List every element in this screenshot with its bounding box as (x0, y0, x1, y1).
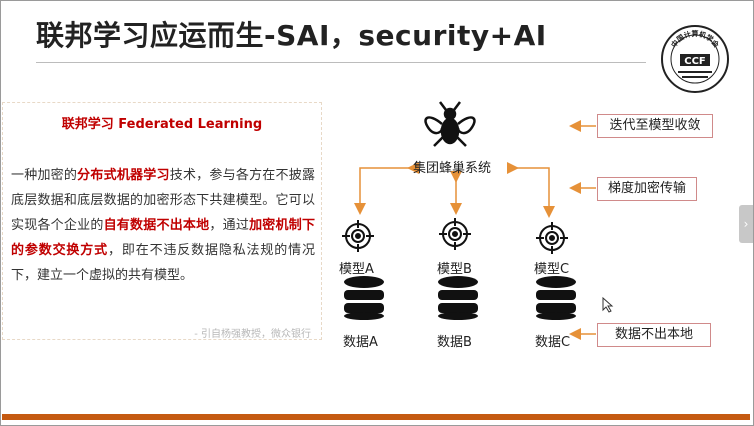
body-seg: 一种加密的 (11, 168, 78, 183)
model-label: 模型C (534, 262, 570, 277)
slide-title: 联邦学习应运而生-SAI，security+AI (36, 19, 547, 52)
panel-heading: 联邦学习 Federated Learning (61, 117, 263, 132)
callout-data-local: 数据不出本地 (597, 323, 711, 347)
body-seg-emphasis: 分布式机器学习 (77, 168, 170, 183)
data-label: 数据B (437, 335, 472, 350)
panel-body: 一种加密的分布式机器学习技术，参与各方在不披露底层数据和底层数据的加密形态下共建… (11, 163, 315, 288)
panel-citation: - 引自杨强教授，微众银行 (194, 329, 311, 340)
federated-learning-panel: 联邦学习 Federated Learning 一种加密的分布式机器学习技术，参… (2, 102, 322, 340)
model-label: 模型A (339, 262, 374, 277)
ccf-logo: 中国计算机学会 CCF (661, 25, 729, 93)
callout-convergence: 迭代至模型收敛 (597, 114, 713, 138)
body-seg-emphasis: 加密机制下的参数交换方式 (11, 218, 315, 258)
body-seg: ，通过 (209, 218, 250, 233)
database-icon (344, 276, 384, 320)
bottom-accent-bar (2, 414, 750, 420)
connector-arrows (354, 120, 596, 340)
target-icon (536, 222, 568, 254)
body-seg: 技术，参与各方在不披露底层数据和底层数据的加密形态下共建模型。它可以实现各个企业… (11, 168, 315, 233)
logo-letters: CCF (684, 56, 706, 67)
target-icon (439, 218, 471, 250)
title-divider (36, 62, 646, 63)
database-icon (438, 276, 478, 320)
data-label: 数据C (535, 335, 571, 350)
data-label: 数据A (343, 335, 378, 350)
mouse-cursor-icon (602, 296, 614, 313)
target-icon (342, 220, 374, 252)
body-seg: ，即在不违反数据隐私法规的情况下，建立一个虚拟的共有模型。 (11, 243, 315, 283)
bee-icon (424, 101, 476, 147)
body-seg-emphasis: 自有数据不出本地 (103, 218, 210, 233)
next-slide-chevron-icon[interactable]: › (739, 205, 753, 243)
database-icon (536, 276, 576, 320)
model-label: 模型B (437, 262, 472, 277)
callout-encrypted-gradient: 梯度加密传输 (597, 177, 697, 201)
hub-label: 集团蜂巢系统 (413, 161, 492, 176)
